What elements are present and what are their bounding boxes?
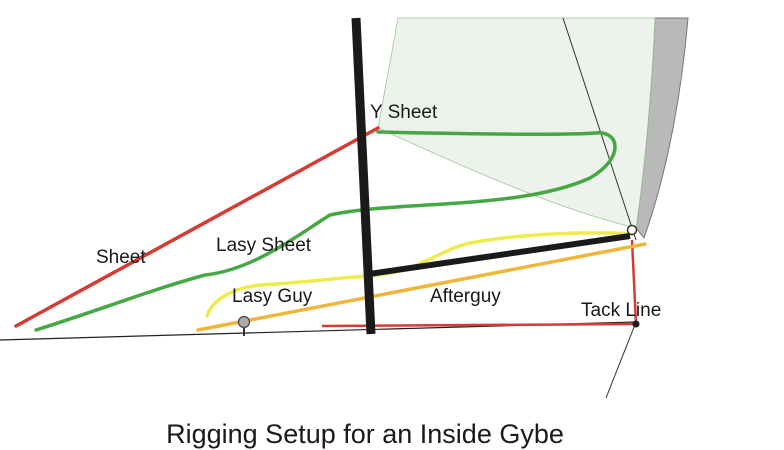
- sheet-line: [14, 126, 380, 328]
- block-icon: [237, 315, 251, 329]
- afterguy-line: [196, 242, 647, 332]
- forestay-line: [562, 17, 637, 241]
- forestay-lower-line: [605, 321, 637, 399]
- tack-point: [632, 320, 640, 328]
- diagram-title: Rigging Setup for an Inside Gybe: [166, 419, 564, 449]
- spinnaker: [377, 17, 656, 229]
- lasy-sheet-line: [34, 130, 617, 332]
- mast: [351, 17, 376, 335]
- label-y-sheet: Y Sheet: [370, 102, 438, 123]
- label-lasy-guy: Lasy Guy: [232, 286, 313, 307]
- spinnaker-pole: [368, 233, 631, 277]
- label-tack-line: Tack Line: [581, 300, 661, 321]
- label-lasy-sheet: Lasy Sheet: [216, 235, 312, 256]
- clew-ring: [626, 224, 638, 236]
- label-sheet: Sheet: [96, 247, 146, 268]
- label-afterguy: Afterguy: [430, 286, 501, 307]
